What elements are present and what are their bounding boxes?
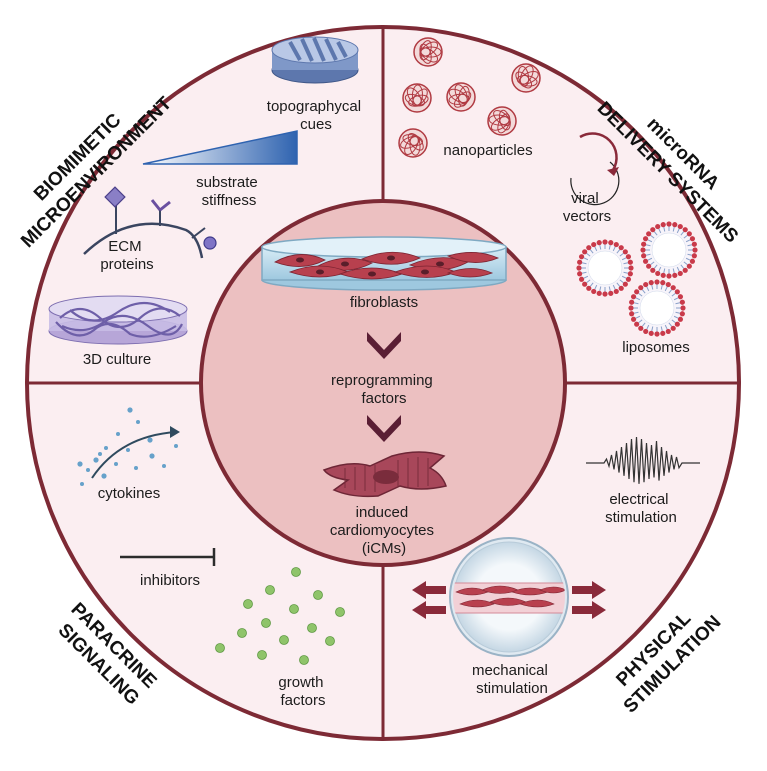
growth-factor-dot bbox=[299, 655, 309, 665]
mechanical-stimulation-icon bbox=[449, 537, 569, 657]
reprogramming-label: reprogramming factors bbox=[331, 372, 437, 407]
ecm-label: ECM proteins bbox=[100, 238, 153, 273]
cytokine-dot bbox=[134, 466, 138, 470]
viral-label: viral vectors bbox=[563, 190, 611, 225]
cytokine-dot bbox=[149, 453, 155, 459]
cytokine-dot bbox=[126, 448, 130, 452]
growth-factor-dot bbox=[261, 618, 271, 628]
substrate-label: substrate stiffness bbox=[196, 174, 262, 209]
liposome-icon bbox=[628, 279, 686, 337]
cytokine-dot bbox=[93, 457, 99, 463]
nanoparticles-label: nanoparticles bbox=[443, 142, 532, 159]
nanoparticle-icon bbox=[511, 63, 541, 93]
growth-factor-dot bbox=[289, 604, 299, 614]
growth-factor-dot bbox=[257, 650, 267, 660]
growth-factor-dot bbox=[215, 643, 225, 653]
growth-factor-dot bbox=[291, 567, 301, 577]
cytokine-dot bbox=[127, 407, 133, 413]
growth-factor-dot bbox=[237, 628, 247, 638]
nanoparticle-cluster bbox=[398, 37, 541, 158]
cytokines-icon bbox=[77, 407, 180, 486]
growth-factor-dot bbox=[265, 585, 275, 595]
cytokine-dot bbox=[114, 462, 118, 466]
growth-factor-dot bbox=[313, 590, 323, 600]
inhibitors-label: inhibitors bbox=[140, 572, 200, 589]
electrical-label: electrical stimulation bbox=[605, 491, 677, 526]
growth-factor-dot bbox=[307, 623, 317, 633]
growth-factor-dot bbox=[335, 607, 345, 617]
icms-label: induced cardiomyocytes (iCMs) bbox=[330, 504, 438, 557]
cytokine-dot bbox=[80, 482, 84, 486]
growth-factor-dot bbox=[243, 599, 253, 609]
growth-factors-icon bbox=[215, 567, 345, 665]
viral-vector-icon bbox=[570, 132, 620, 206]
cytokine-dot bbox=[101, 473, 107, 479]
liposome-icon bbox=[576, 239, 634, 297]
cytokine-dot bbox=[147, 437, 153, 443]
center-circle bbox=[199, 199, 567, 567]
inhibitor-icon bbox=[120, 548, 216, 566]
cytokine-dot bbox=[77, 461, 83, 467]
cardiomyocyte-icon bbox=[322, 451, 447, 498]
nanoparticle-icon bbox=[402, 83, 432, 113]
substrate-stiffness-icon bbox=[142, 130, 298, 165]
cytokines-label: cytokines bbox=[98, 485, 161, 502]
nanoparticle-icon bbox=[398, 128, 428, 158]
nanoparticle-icon bbox=[487, 106, 517, 136]
cytokine-dot bbox=[98, 452, 102, 456]
nanoparticle-icon bbox=[446, 82, 476, 112]
cytokine-dot bbox=[86, 468, 90, 472]
cytokine-dot bbox=[104, 446, 108, 450]
growth-factors-label: growth factors bbox=[278, 674, 327, 709]
fibroblast-dish-icon bbox=[261, 236, 507, 291]
left-arrows-icon bbox=[412, 581, 446, 619]
liposomes-label: liposomes bbox=[622, 339, 690, 356]
liposome-cluster bbox=[576, 221, 698, 337]
right-arrows-icon bbox=[572, 581, 606, 619]
liposome-icon bbox=[640, 221, 698, 279]
ecm-proteins-icon bbox=[83, 186, 217, 259]
topographical-cues-icon bbox=[271, 36, 359, 84]
cytokine-dot bbox=[174, 444, 178, 448]
cytokine-dot bbox=[162, 464, 166, 468]
cytokine-dot bbox=[116, 432, 120, 436]
topographical-label: topographycal cues bbox=[267, 98, 365, 133]
chevron-down-icon bbox=[367, 332, 401, 359]
cytokine-dot bbox=[136, 420, 140, 424]
growth-factor-dot bbox=[279, 635, 289, 645]
nanoparticle-icon bbox=[413, 37, 443, 67]
3d-culture-icon bbox=[48, 295, 188, 345]
chevron-down-icon-2 bbox=[367, 415, 401, 442]
fibroblasts-label: fibroblasts bbox=[350, 294, 418, 311]
mechanical-label: mechanical stimulation bbox=[472, 662, 552, 697]
growth-factor-dot bbox=[325, 636, 335, 646]
culture-label: 3D culture bbox=[83, 351, 151, 368]
electrical-waveform-icon bbox=[586, 436, 700, 484]
